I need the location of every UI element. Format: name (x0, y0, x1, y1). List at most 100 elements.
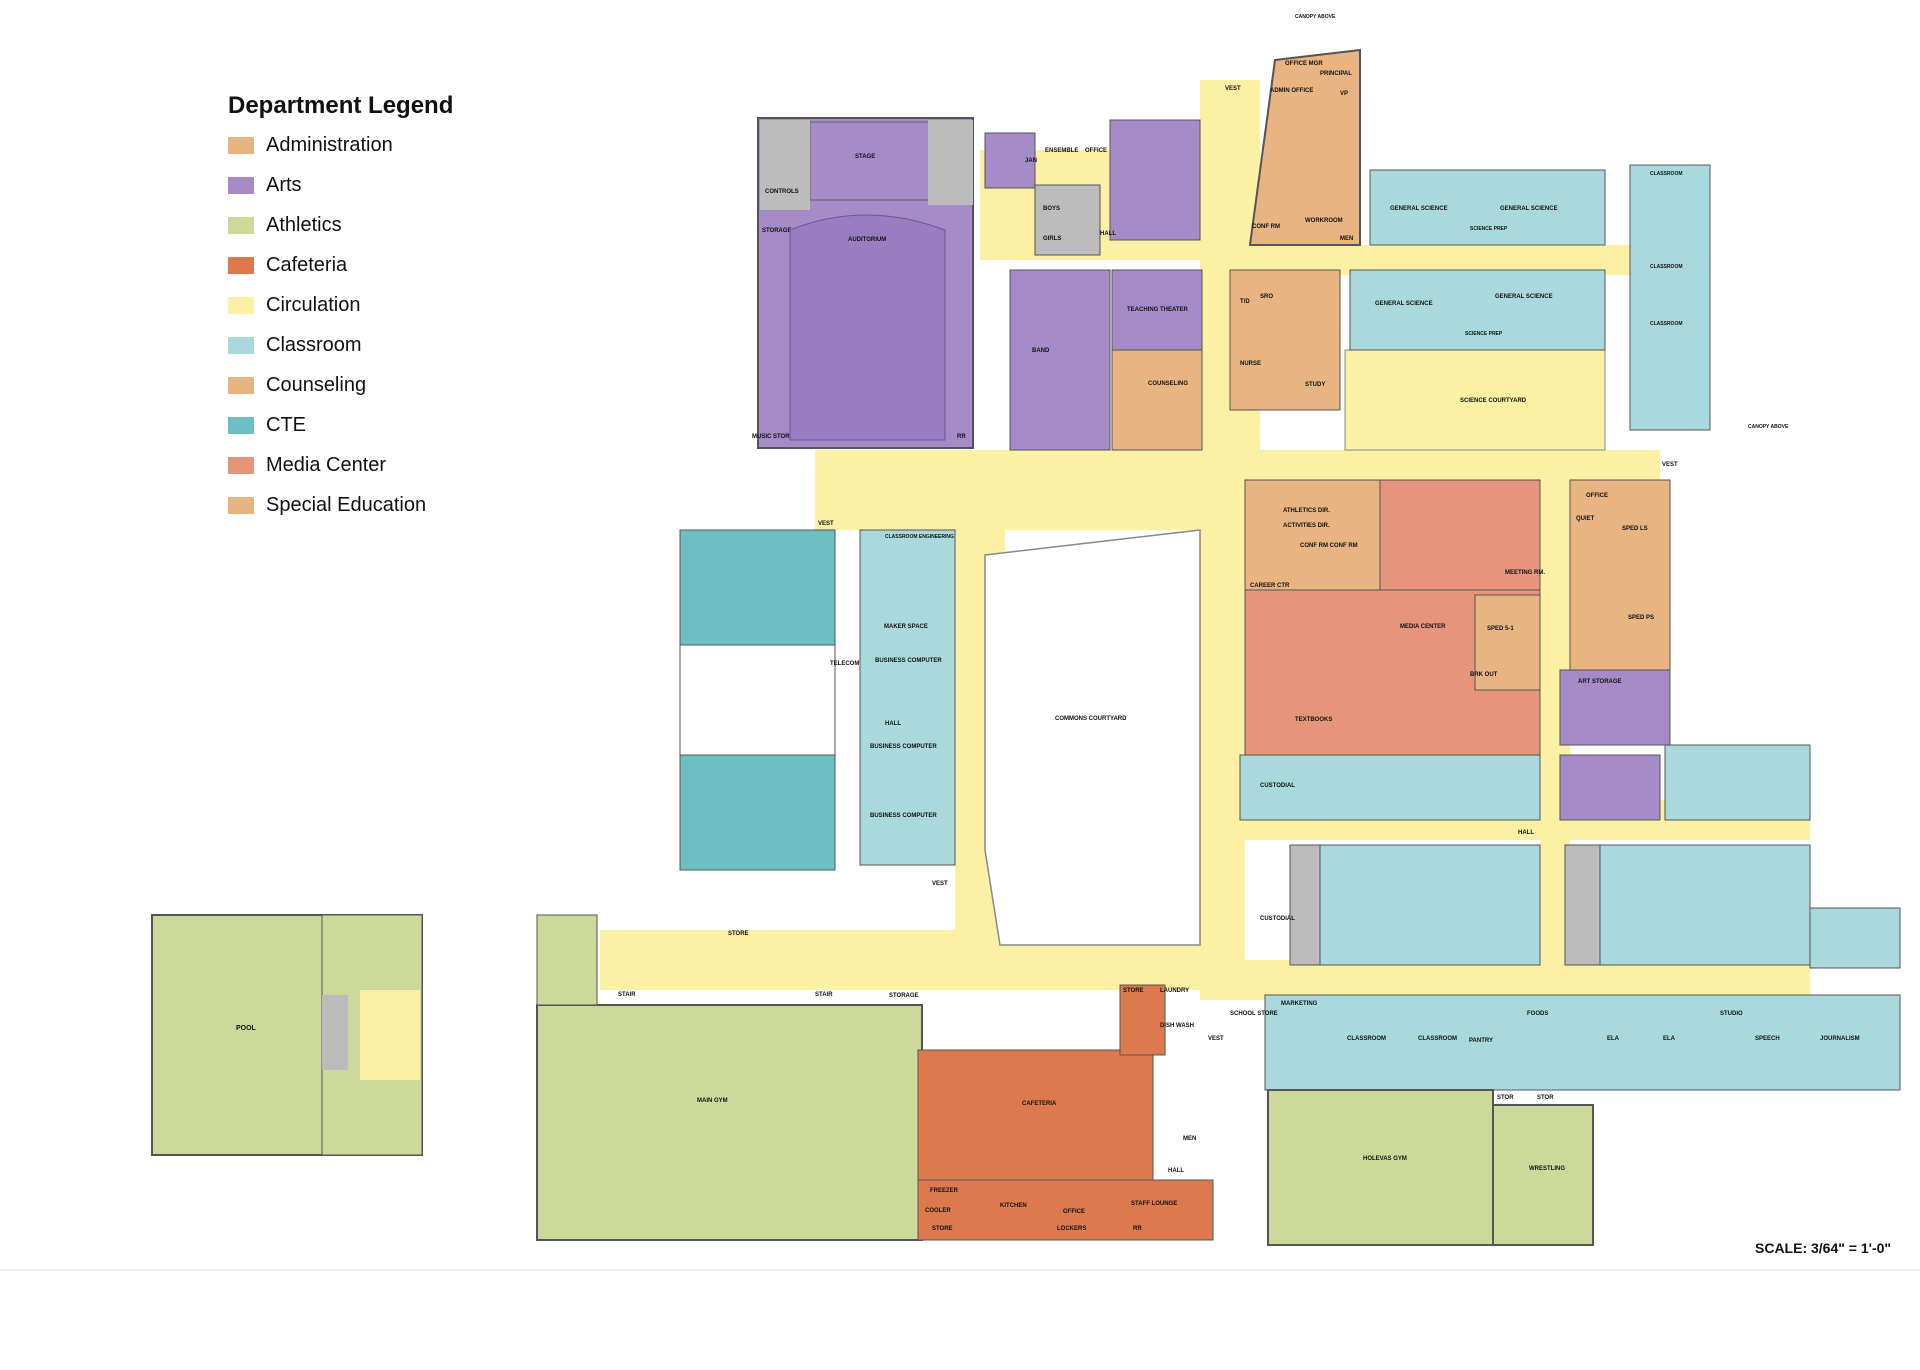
room-sped-ps: SPED PS (1628, 615, 1654, 621)
classroom-row-a-east (1664, 744, 1811, 821)
room-vest-south: VEST (1208, 1036, 1224, 1042)
commons-courtyard (984, 529, 1201, 946)
room-studio-1: STUDIO (1720, 1011, 1743, 1017)
legend-swatch (228, 296, 254, 314)
room-cooler: COOLER (925, 1208, 951, 1214)
legend-label: Media Center (266, 453, 387, 476)
room-girls-arts: GIRLS (1043, 236, 1061, 242)
room-laundry: LAUNDRY (1160, 988, 1189, 994)
cafeteria-service (1119, 984, 1166, 1056)
auditorium-seating (789, 214, 946, 441)
legend-label: Cafeteria (266, 253, 348, 276)
room-office-mgr: OFFICE MGR (1285, 61, 1323, 67)
legend-swatch (228, 136, 254, 154)
room-foods: FOODS (1527, 1011, 1548, 1017)
classroom-block-c (1599, 844, 1811, 966)
classroom-row-a (1239, 754, 1541, 821)
legend-swatch (228, 336, 254, 354)
counseling-block (1111, 349, 1203, 451)
room-stor-2: STOR (1537, 1095, 1554, 1101)
room-maker-space: MAKER SPACE (884, 624, 928, 630)
classroom-row-south (1264, 994, 1901, 1091)
room-sro: SRO (1260, 294, 1273, 300)
room-vest-cte-south: VEST (932, 881, 948, 887)
room-school-store: SCHOOL STORE (1230, 1011, 1278, 1017)
legend-swatch (228, 416, 254, 434)
health-block (1229, 269, 1341, 411)
legend-item-circulation: Circulation (228, 292, 360, 318)
room-kitchen: KITCHEN (1000, 1203, 1027, 1209)
room-dish-wash: DISH WASH (1160, 1023, 1194, 1029)
room-vest-admin: VEST (1225, 86, 1241, 92)
room-stage-area (809, 121, 941, 201)
legend-item-cafeteria: Cafeteria (228, 252, 347, 278)
room-ela-2: ELA (1663, 1036, 1676, 1042)
room-ela-1: ELA (1607, 1036, 1620, 1042)
room-art-storage: ART STORAGE (1578, 679, 1622, 685)
legend-label: Athletics (266, 213, 342, 236)
room-custodial-a: CUSTODIAL (1260, 783, 1295, 789)
room-business-computer-3: BUSINESS COMPUTER (870, 813, 937, 819)
room-cafeteria: CAFETERIA (1022, 1101, 1057, 1107)
cafeteria (917, 1049, 1154, 1181)
classroom-column-east (1629, 164, 1711, 431)
room-store-kitchen: STORE (932, 1226, 953, 1232)
sped-51-room (1474, 594, 1541, 691)
arts-office (1109, 119, 1201, 241)
room-freezer: FREEZER (930, 1188, 959, 1194)
restroom-block-c (1564, 844, 1601, 966)
room-telecom: TELECOM (830, 661, 859, 667)
athletics-offices (1244, 479, 1381, 591)
room-storage-gym: STORAGE (889, 993, 919, 999)
legend-item-arts: Arts (228, 172, 302, 198)
room-nurse: NURSE (1240, 361, 1261, 367)
art-storage-room (1559, 669, 1671, 746)
science-courtyard (1344, 349, 1606, 451)
cte-high-bay-mid (679, 644, 836, 756)
main-gym (536, 1004, 923, 1241)
room-pantry: PANTRY (1469, 1038, 1493, 1044)
arts-classroom-east (1559, 754, 1661, 821)
stage-wing-right (928, 120, 973, 205)
room-science-courtyard: SCIENCE COURTYARD (1460, 398, 1527, 404)
room-classroom-engineering: CLASSROOM ENGINEERING (885, 534, 954, 540)
sped-block (1569, 479, 1671, 671)
room-hall-central: HALL (1518, 830, 1534, 836)
room-vest-cte: VEST (818, 521, 834, 527)
cte-high-bay-south (679, 754, 836, 871)
holevas-gym (1267, 1089, 1494, 1246)
legend-label: Counseling (266, 373, 367, 396)
room-stair-1: STAIR (618, 992, 636, 998)
circulation-east (1200, 480, 1245, 1000)
room-media-center: MEDIA CENTER (1400, 624, 1446, 630)
room-general-science-n2: GENERAL SCIENCE (1500, 206, 1558, 212)
room-band: BAND (1032, 348, 1050, 354)
legend-label: CTE (266, 413, 306, 436)
circulation-east-wing2 (1230, 960, 1810, 1000)
room-conf-rm-admin: CONF RM (1252, 224, 1280, 230)
room-main-gym: MAIN GYM (697, 1098, 728, 1104)
legend-item-athletics: Athletics (228, 212, 342, 238)
legend-item-administration: Administration (228, 132, 393, 158)
legend-item-cte: CTE (228, 412, 306, 438)
room-conf-rm-media: CONF RM CONF RM (1300, 543, 1358, 549)
room-staff-lounge: STAFF LOUNGE (1131, 1201, 1177, 1207)
room-rr-aud: RR (957, 434, 966, 440)
legend-label: Classroom (266, 333, 362, 356)
restroom-block-b (1289, 844, 1321, 966)
room-business-computer-1: BUSINESS COMPUTER (875, 658, 942, 664)
media-center-north (1379, 479, 1541, 591)
room-athletics-dir: ATHLETICS DIR. (1283, 508, 1330, 514)
room-classroom-s2: CLASSROOM (1418, 1036, 1457, 1042)
room-boys-arts: BOYS (1043, 206, 1060, 212)
arts-ensemble (984, 132, 1036, 189)
room-men-kitchen: MEN (1183, 1136, 1196, 1142)
room-office-kitchen: OFFICE (1063, 1209, 1085, 1215)
room-pool: POOL (236, 1025, 257, 1032)
scale-label: SCALE: 3/64" = 1'-0" (1755, 1240, 1892, 1256)
room-marketing: MARKETING (1281, 1001, 1318, 1007)
room-study: STUDY (1305, 382, 1325, 388)
legend-swatch (228, 216, 254, 234)
admin-block (1248, 48, 1361, 246)
